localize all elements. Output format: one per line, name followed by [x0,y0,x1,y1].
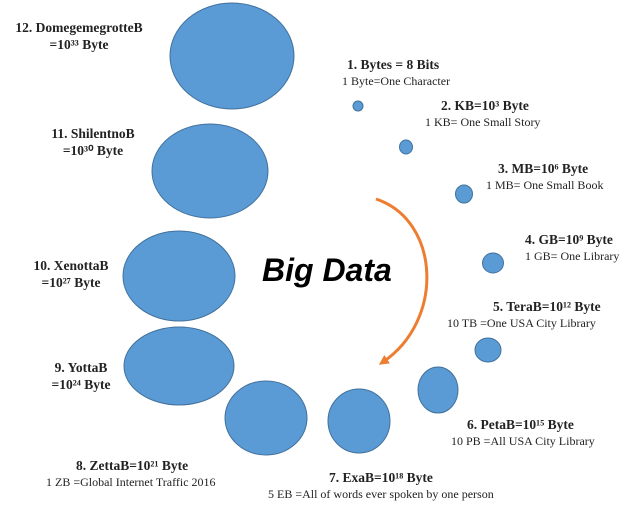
label-tb: 5. TeraB=10¹² Byte 10 TB =One USA City L… [447,299,601,330]
label-kb: 2. KB=10³ Byte 1 KB= One Small Story [425,98,541,129]
bubble-yb [123,326,235,406]
center-title: Big Data [262,252,392,288]
bubble-kb [399,139,413,155]
label-sb: 11. ShilentnoB =10³⁰ Byte [51,126,135,158]
bubble-eb [327,388,391,454]
bubble-pb [417,366,459,414]
bubble-gb [482,252,504,274]
growth-arrow [375,197,429,365]
label-mb: 3. MB=10⁶ Byte 1 MB= One Small Book [486,161,604,192]
bubble-mb [455,184,473,204]
label-eb: 7. ExaB=10¹⁸ Byte 5 EB =All of words eve… [268,470,494,501]
bubble-tb [474,337,502,363]
label-db: 12. DomegemegrotteB =10³³ Byte [15,20,143,52]
label-xb: 10. XenottaB =10²⁷ Byte [33,258,109,290]
label-yb: 9. YottaB =10²⁴ Byte [51,360,111,392]
bubble-db [169,2,295,110]
bubble-sb [151,123,269,219]
bubble-xb [122,230,236,322]
label-zb: 8. ZettaB=10²¹ Byte 1 ZB =Global Interne… [46,458,216,489]
label-pb: 6. PetaB=10¹⁵ Byte 10 PB =All USA City L… [451,417,595,448]
bubble-byte [352,100,364,112]
bubble-zb [224,380,308,456]
label-gb: 4. GB=10⁹ Byte 1 GB= One Library [525,232,620,263]
label-bytes: 1. Bytes = 8 Bits 1 Byte=One Character [342,57,451,88]
